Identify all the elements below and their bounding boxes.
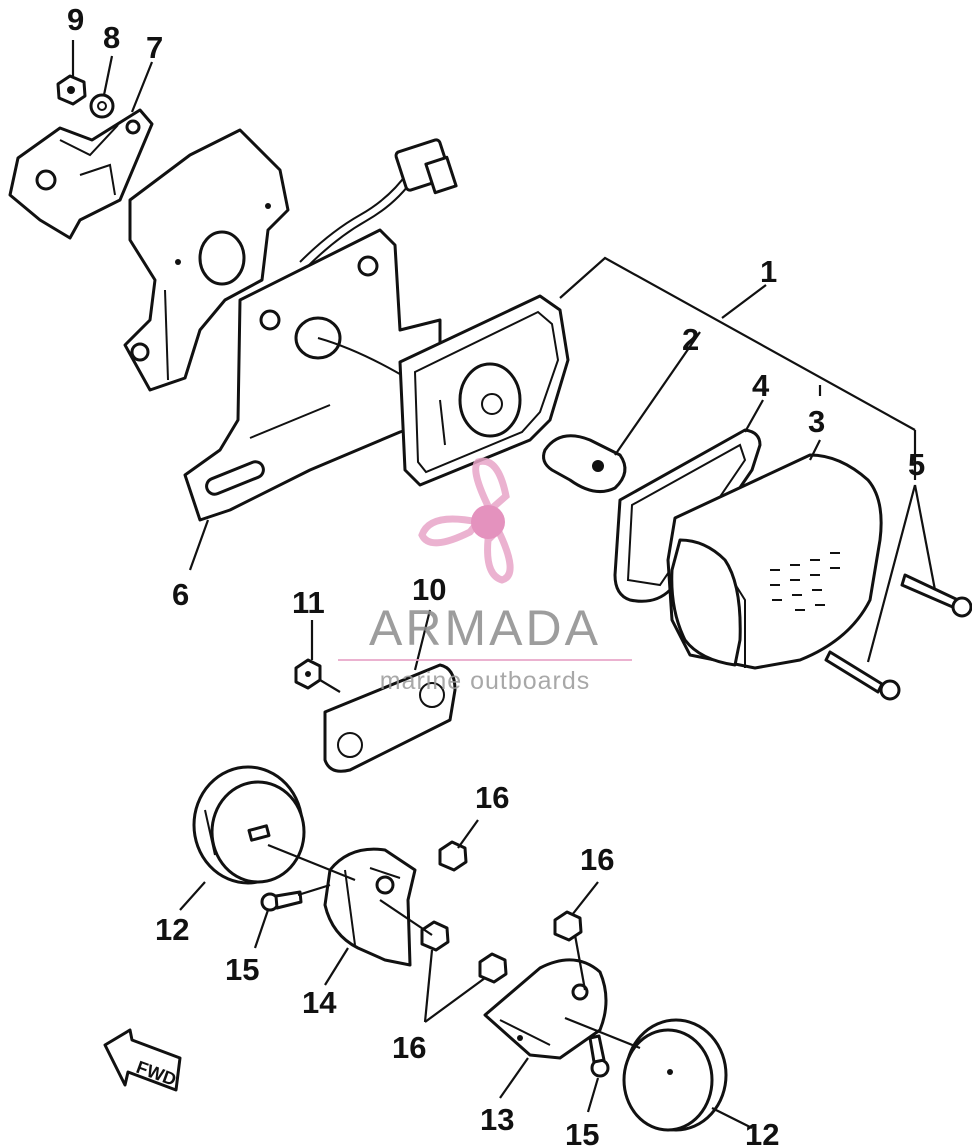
- part-12-signal-lens-right: [622, 1018, 728, 1132]
- callout-8: 8: [103, 20, 120, 55]
- callout-14: 14: [302, 985, 337, 1020]
- part-2-bulb: [542, 434, 627, 494]
- propeller-logo-icon: [418, 457, 514, 584]
- part-5-screw-upper: [900, 573, 972, 618]
- part-5-screw-lower: [824, 650, 901, 701]
- callout-13: 13: [480, 1102, 514, 1137]
- tail-light-base: [398, 294, 570, 487]
- part-11-nut: [294, 658, 322, 690]
- armada-watermark: ARMADA marine outboards: [338, 457, 632, 695]
- callout-11: 11: [292, 585, 325, 620]
- callout-2: 2: [682, 322, 699, 357]
- part-16-nut-c: [478, 952, 508, 984]
- callout-12-left: 12: [155, 912, 189, 947]
- watermark-brand: ARMADA: [369, 600, 601, 656]
- callout-1: 1: [760, 254, 777, 289]
- callout-9: 9: [67, 2, 84, 37]
- callout-3: 3: [808, 404, 825, 439]
- callout-4: 4: [752, 368, 770, 403]
- part-16-nut-b: [420, 920, 450, 952]
- watermark-tagline: marine outboards: [380, 667, 591, 695]
- part-14-signal-housing: [323, 847, 417, 967]
- callout-16-right: 16: [580, 842, 614, 877]
- part-8-washer: [89, 93, 115, 119]
- callout-6: 6: [172, 577, 189, 612]
- part-6-plate-bracket: [183, 228, 442, 522]
- leader-lines: [71, 40, 937, 1129]
- part-16-nut-a: [438, 840, 468, 872]
- wire-harness-connector: [299, 138, 458, 269]
- part-10-reflector: [319, 663, 457, 773]
- part-3-lens: [666, 453, 883, 670]
- callout-16-bottom: 16: [392, 1030, 426, 1065]
- callout-7: 7: [146, 30, 163, 65]
- part-15-screw-left: [260, 890, 303, 912]
- fender-bracket: [123, 128, 290, 392]
- part-9-nut: [56, 74, 87, 106]
- callout-15-right: 15: [565, 1117, 599, 1147]
- callout-labels: 1 2 3 4 5 6 7 8 9 10 11 12 12 13 14 15 1…: [67, 2, 925, 1147]
- callout-16-top: 16: [475, 780, 509, 815]
- part-13-signal-housing: [483, 958, 608, 1060]
- callout-10: 10: [412, 572, 446, 607]
- part-16-nut-d: [553, 910, 583, 942]
- callout-12-right: 12: [745, 1117, 779, 1147]
- part-15-screw-right: [588, 1034, 610, 1078]
- callout-15-left: 15: [225, 952, 259, 987]
- forward-arrow-icon: FWD: [103, 1028, 182, 1092]
- part-7-bracket: [8, 108, 154, 240]
- part-12-signal-lens-left: [192, 765, 306, 885]
- callout-5: 5: [908, 447, 925, 482]
